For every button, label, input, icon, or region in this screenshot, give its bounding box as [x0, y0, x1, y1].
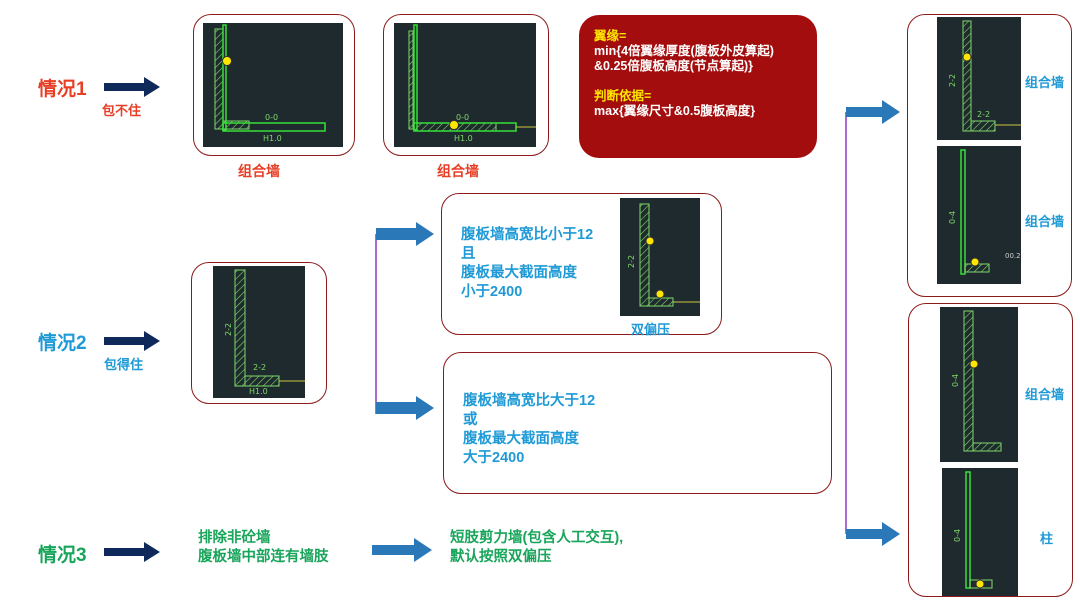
- right-connector: [845, 100, 900, 546]
- svg-text:0-4: 0-4: [953, 529, 962, 542]
- upper-line1: 腹板墙高宽比小于12: [461, 227, 594, 243]
- upper-line4: 小于2400: [461, 284, 523, 300]
- cad-result-bottom-1: 0-4: [940, 307, 1018, 462]
- svg-text:0-4: 0-4: [948, 211, 957, 224]
- cad-drawing-double-bias: 2-2: [620, 198, 700, 316]
- flange-line2: &0.25倍腹板高度(节点算起)}: [594, 59, 754, 73]
- case2-sublabel: 包得住: [104, 357, 144, 372]
- case3-result: 短肢剪力墙(包含人工交互), 默认按照双偏压: [450, 529, 623, 567]
- lower-line1: 腹板墙高宽比大于12: [463, 393, 596, 409]
- case3-line2: 腹板墙中部连有墙肢: [198, 549, 329, 565]
- case1-caption-b: 组合墙: [437, 163, 479, 179]
- flange-rule-card: 翼缘= min{4倍翼缘厚度(腹板外皮算起) &0.25倍腹板高度(节点算起)}…: [579, 15, 817, 158]
- case3-line1: 排除非砼墙: [198, 530, 271, 546]
- lower-line3: 腹板最大截面高度: [463, 431, 579, 447]
- upper-line3: 腹板最大截面高度: [461, 265, 577, 281]
- svg-text:2-2: 2-2: [253, 363, 266, 372]
- svg-text:2-2: 2-2: [627, 255, 636, 268]
- case3-result-line1: 短肢剪力墙(包含人工交互),: [450, 530, 624, 546]
- svg-text:2-2: 2-2: [948, 74, 957, 87]
- svg-text:H1.0: H1.0: [249, 387, 268, 396]
- case2-arrow: [104, 331, 160, 351]
- cad-result-top-1: 2-2 2-2: [937, 17, 1021, 140]
- svg-text:0-4: 0-4: [951, 374, 960, 387]
- lower-condition-text: 腹板墙高宽比大于12 或 腹板最大截面高度 大于2400: [463, 392, 595, 468]
- branch-connector: [375, 222, 434, 420]
- lower-line4: 大于2400: [463, 450, 525, 466]
- svg-text:H1.0: H1.0: [454, 134, 473, 143]
- svg-text:2-2: 2-2: [224, 323, 233, 336]
- criterion-title: 判断依据=: [594, 89, 652, 103]
- case2-label: 情况2: [38, 333, 87, 354]
- case3-result-arrow: [372, 538, 432, 562]
- cad-result-top-2: 0-4 00.2: [937, 146, 1021, 284]
- svg-text:0-0: 0-0: [265, 113, 278, 122]
- case1-arrow: [104, 77, 160, 97]
- cad-drawing-case2: 2-2 2-2 H1.0: [213, 266, 305, 398]
- upper-line2: 且: [461, 246, 476, 262]
- case1-label: 情况1: [38, 79, 87, 100]
- cad-drawing-case1-a: 0-0 H1.0: [203, 23, 343, 147]
- cad-label-e: 00.2: [1005, 252, 1021, 260]
- case3-condition: 排除非砼墙 腹板墙中部连有墙肢: [198, 529, 329, 567]
- result-bottom-2-caption: 柱: [1040, 531, 1054, 546]
- case1-caption-a: 组合墙: [238, 163, 280, 179]
- double-bias-caption: 双偏压: [631, 322, 671, 337]
- case1-sublabel: 包不住: [102, 103, 142, 118]
- result-bottom-1-caption: 组合墙: [1025, 387, 1065, 402]
- cad-result-bottom-2: 0-4: [942, 468, 1018, 596]
- flange-line1: min{4倍翼缘厚度(腹板外皮算起): [594, 44, 774, 58]
- case3-label: 情况3: [38, 545, 87, 566]
- result-top-2-caption: 组合墙: [1025, 214, 1065, 229]
- flange-title: 翼缘=: [594, 29, 627, 43]
- lower-condition-box: [443, 352, 832, 494]
- cad-drawing-case1-b: 0-0 H1.0: [394, 23, 536, 147]
- case3-result-line2: 默认按照双偏压: [450, 549, 552, 565]
- case3-arrow: [104, 542, 160, 562]
- upper-condition-text: 腹板墙高宽比小于12 且 腹板最大截面高度 小于2400: [461, 226, 593, 302]
- svg-text:0-0: 0-0: [456, 113, 469, 122]
- svg-text:H1.0: H1.0: [263, 134, 282, 143]
- svg-text:2-2: 2-2: [977, 110, 990, 119]
- result-top-1-caption: 组合墙: [1025, 75, 1065, 90]
- criterion-line: max{翼缘尺寸&0.5腹板高度}: [594, 104, 756, 118]
- lower-line2: 或: [463, 412, 478, 428]
